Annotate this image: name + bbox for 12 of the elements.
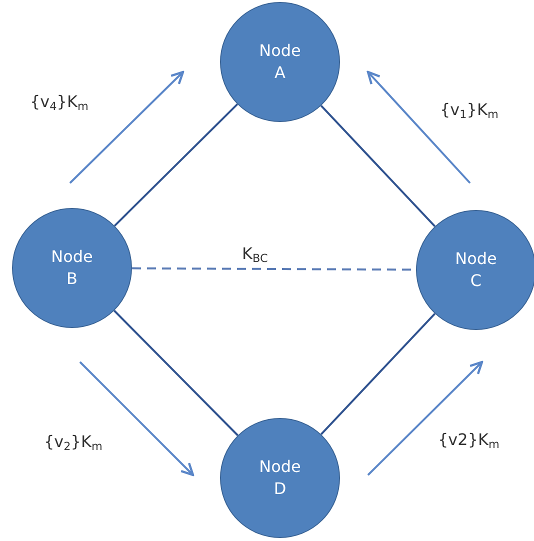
connector bbox=[114, 310, 238, 436]
connector bbox=[320, 312, 436, 436]
message-label: {v2}K$_{m}$ bbox=[438, 430, 500, 451]
node-label: Node B bbox=[50, 246, 94, 290]
connector bbox=[320, 104, 436, 228]
message-label: {v$_{1}$}K$_{m}$ bbox=[440, 100, 498, 121]
message-label: {v$_{2}$}K$_{m}$ bbox=[44, 432, 102, 453]
connector bbox=[114, 104, 238, 226]
node-label: Node C bbox=[454, 248, 498, 292]
node-label: Node A bbox=[258, 40, 302, 84]
node-label: Node D bbox=[258, 456, 302, 500]
message-label: {v$_{4}$}K$_{m}$ bbox=[30, 92, 88, 113]
